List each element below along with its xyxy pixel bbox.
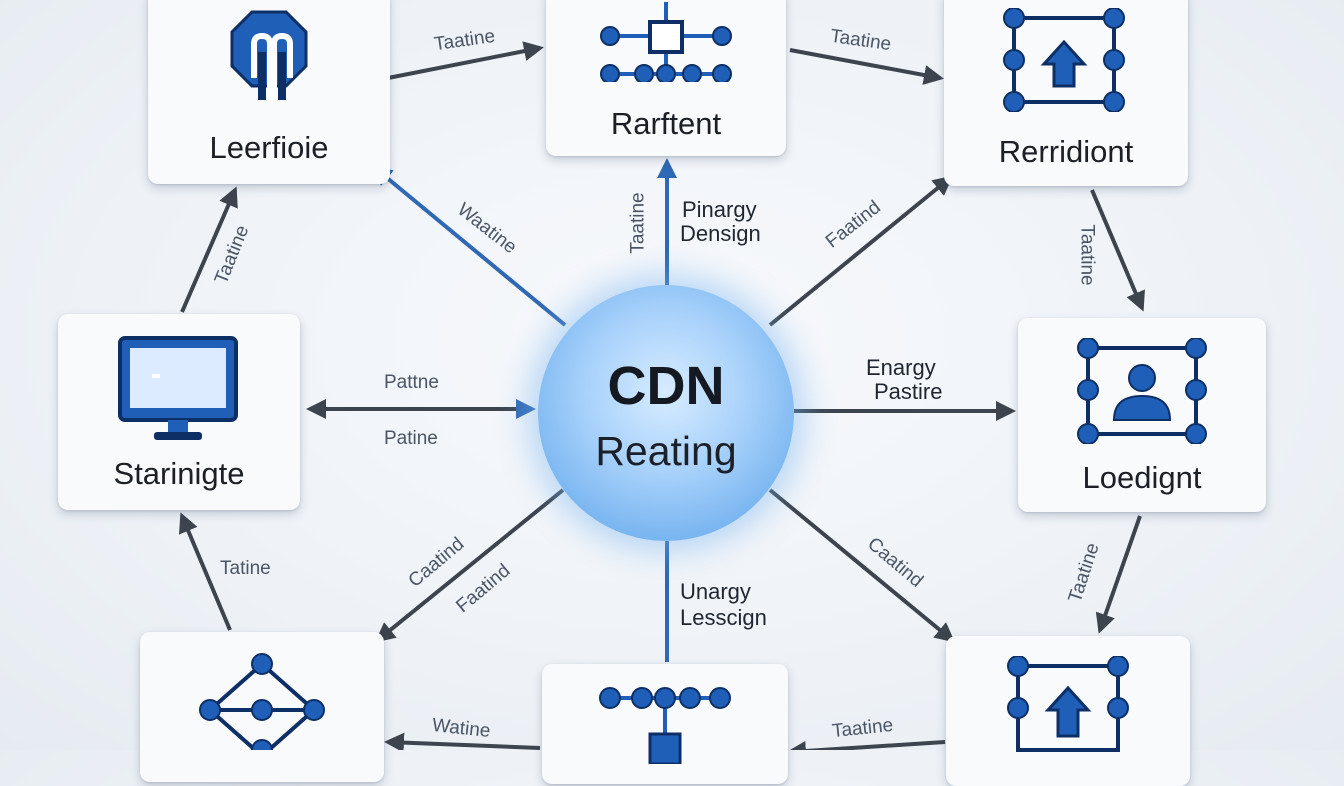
arrow-top-left-to-top-center — [387, 41, 544, 80]
cdn-hub[interactable]: CDN Reating — [538, 285, 794, 541]
node-top-left[interactable]: Leerfioie — [148, 0, 390, 184]
node-bottom-center[interactable] — [542, 664, 788, 784]
upload-node-icon — [1002, 7, 1126, 113]
arrow-middle-right-to-bottom-right — [1095, 515, 1142, 634]
spoke-hub-to-top-left — [371, 165, 567, 327]
user-node-icon — [1076, 337, 1208, 445]
edge-label-bottom-spoke-line1: Unargy — [680, 579, 751, 604]
node-bottom-right[interactable] — [946, 636, 1190, 786]
security-shield-icon — [230, 8, 308, 104]
diagram-connections — [178, 41, 1145, 750]
spoke-hub-to-bottom-right — [768, 488, 956, 643]
edge-label-hub-to-top-center: Taatine — [627, 192, 649, 254]
hub-title: CDN — [607, 356, 725, 416]
network-tree-icon — [598, 684, 732, 766]
arrow-bottom-left-to-middle-left — [178, 512, 232, 631]
node-middle-right[interactable]: Loedignt — [1018, 318, 1266, 512]
edge-label-bottom-left-to-middle-left: Tatine — [220, 558, 271, 579]
arrow-top-center-to-top-right — [789, 48, 944, 85]
spoke-hub-to-top-right — [768, 175, 954, 327]
edge-label-hub-middle-left-upper: Pattne — [384, 372, 439, 393]
arrow-bottom-center-to-bottom-left — [384, 732, 541, 750]
node-label-middle-right: Loedignt — [1082, 460, 1202, 495]
edge-label-top-spoke-line2: Densign — [680, 221, 761, 246]
node-label-middle-left: Starinigte — [113, 456, 245, 491]
node-top-right[interactable]: Rerridiont — [944, 0, 1188, 186]
arrow-bottom-right-to-bottom-center — [786, 740, 946, 750]
edge-label-top-spoke-line1: Pinargy — [682, 197, 757, 222]
monitor-icon — [116, 334, 240, 442]
node-label-top-center: Rarftent — [610, 106, 722, 141]
edge-label-bottom-spoke-line2: Lesscign — [680, 605, 767, 630]
node-label-top-left: Leerfioie — [209, 130, 329, 165]
edge-label-hub-middle-left-lower: Patine — [384, 428, 438, 449]
upload-node-icon — [1006, 655, 1130, 760]
node-middle-left[interactable]: Starinigte — [58, 314, 300, 510]
edge-label-middle-right-line1: Enargy — [866, 355, 936, 380]
node-label-top-right: Rerridiont — [998, 134, 1134, 169]
edge-label-top-right-to-middle-right: Taatine — [1076, 224, 1098, 286]
diamond-network-icon — [196, 650, 328, 761]
hub-subtitle: Reating — [595, 428, 737, 474]
network-tree-icon — [598, 2, 734, 84]
node-top-center[interactable]: Rarftent — [546, 0, 786, 156]
node-bottom-left[interactable] — [140, 632, 384, 782]
spoke-hub-to-bottom-left — [374, 488, 565, 643]
edge-label-middle-right-line2: Pastire — [874, 379, 943, 404]
arrow-middle-left-to-top-left — [180, 186, 238, 313]
arrow-top-right-to-middle-right — [1090, 189, 1145, 312]
